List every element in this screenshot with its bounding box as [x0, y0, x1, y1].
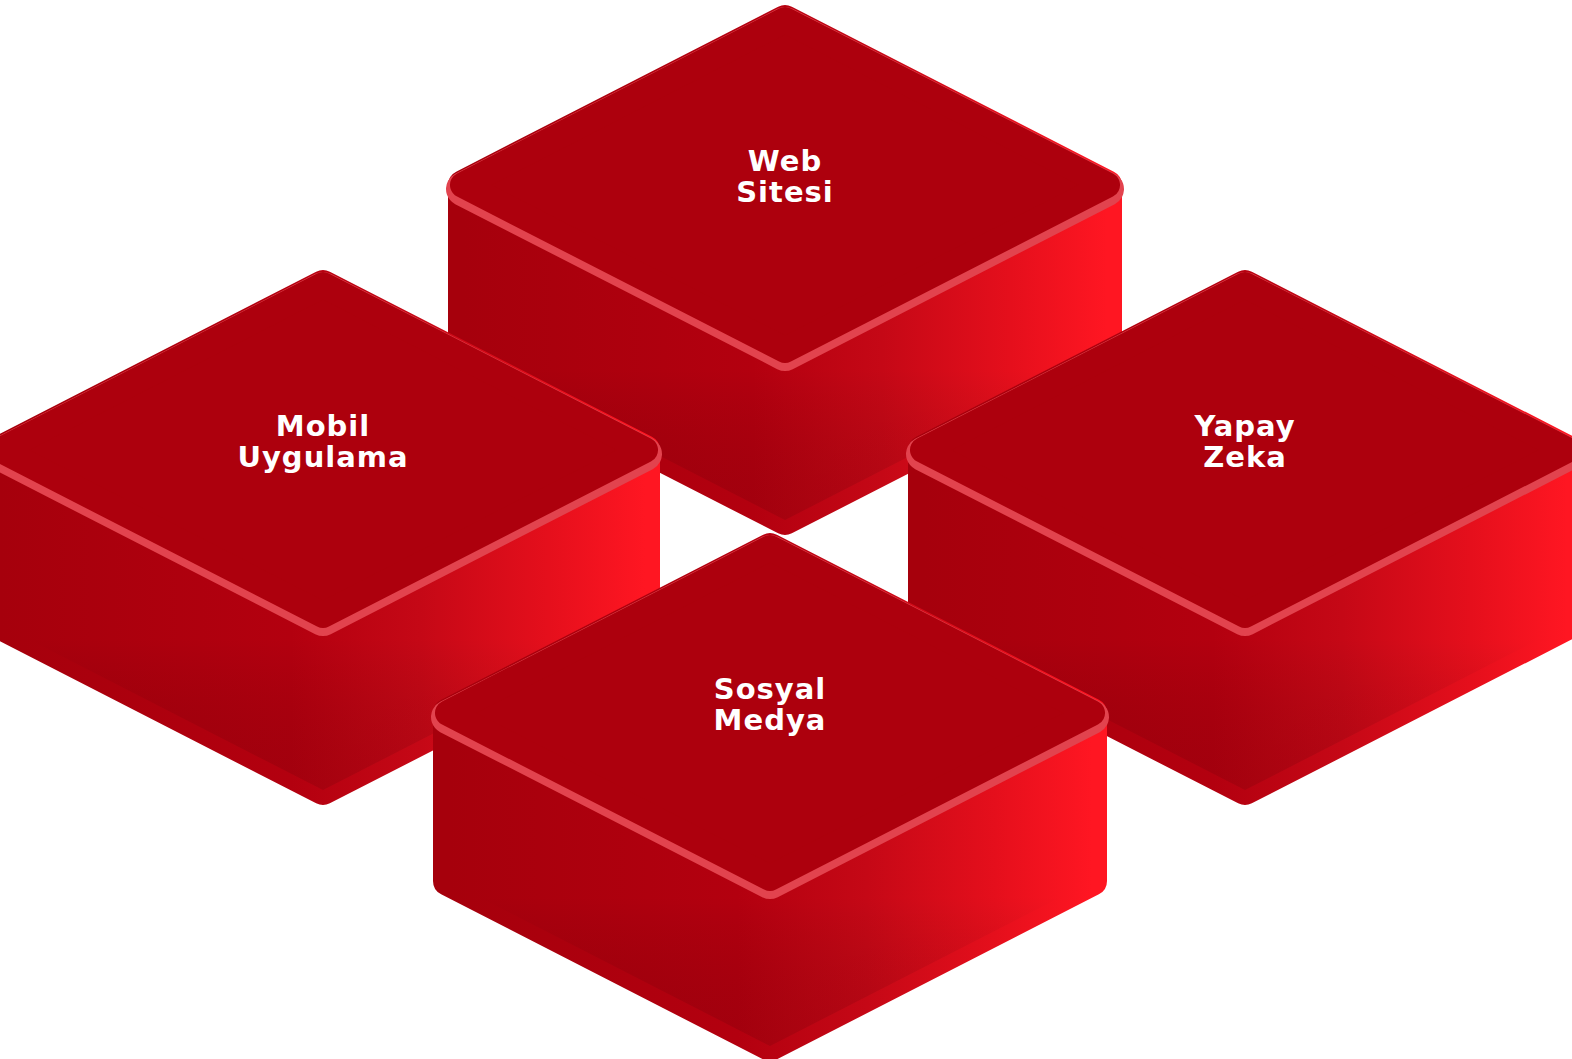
block-side — [448, 548, 1092, 1046]
block-node: Sosyal Medya — [430, 530, 1110, 1059]
block-top-face — [1, 285, 645, 615]
block-label: Yapay Zeka — [1170, 411, 1320, 474]
block-label: Mobil Uygulama — [216, 411, 431, 474]
block-label: Sosyal Medya — [675, 674, 865, 737]
block-shape — [430, 530, 1110, 1059]
block-top-face — [923, 285, 1567, 615]
block-label: Web Sitesi — [720, 146, 850, 209]
block-top-face — [463, 20, 1107, 350]
block-top-face — [448, 548, 1092, 878]
block-shade — [448, 548, 1092, 1046]
